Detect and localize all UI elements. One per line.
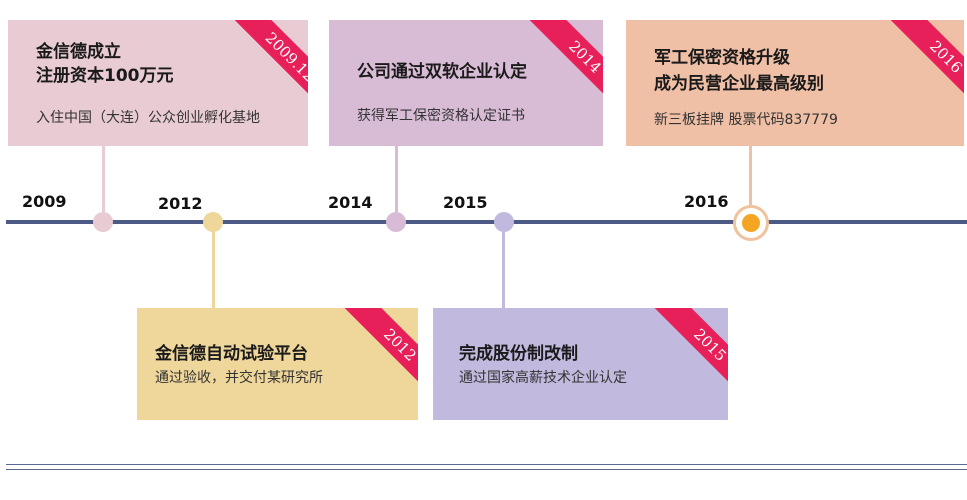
milestone-card-2014: 公司通过双软企业认定 获得军工保密资格认定证书 2014 <box>329 20 603 146</box>
year-label-2015: 2015 <box>443 193 488 212</box>
timeline-dot-2015 <box>494 212 514 232</box>
milestone-title: 金信德成立 <box>36 42 121 62</box>
timeline-dot-2016-inner <box>742 214 760 232</box>
connector-line-2015 <box>502 232 505 308</box>
timeline-dot-2012 <box>203 212 223 232</box>
milestone-description: 通过验收，并交付某研究所 <box>155 370 323 386</box>
milestone-title: 金信德自动试验平台 <box>155 344 308 364</box>
timeline-dot-2009 <box>93 212 113 232</box>
milestone-card-2012: 金信德自动试验平台 通过验收，并交付某研究所 2012 <box>137 308 418 420</box>
milestone-card-2009: 金信德成立 注册资本100万元 入住中国（大连）公众创业孵化基地 2009.12 <box>8 20 308 146</box>
year-ribbon: 2015 <box>630 308 728 420</box>
milestone-description: 入住中国（大连）公众创业孵化基地 <box>36 110 260 126</box>
year-label-2009: 2009 <box>22 192 67 211</box>
milestone-title-line2: 注册资本100万元 <box>36 66 174 86</box>
milestone-description: 获得军工保密资格认定证书 <box>357 108 525 124</box>
milestone-card-2015: 完成股份制改制 通过国家高薪技术企业认定 2015 <box>433 308 728 420</box>
year-label-2012: 2012 <box>158 194 203 213</box>
milestone-description: 通过国家高薪技术企业认定 <box>459 370 627 386</box>
connector-line-2012 <box>212 232 215 308</box>
milestone-title-line2: 成为民营企业最高级别 <box>654 74 824 94</box>
connector-line-2009 <box>102 146 105 212</box>
footer-divider-top <box>6 464 967 465</box>
milestone-description: 新三板挂牌 股票代码837779 <box>654 112 838 128</box>
milestone-title: 公司通过双软企业认定 <box>357 62 527 82</box>
timeline-axis <box>6 220 967 224</box>
connector-line-2016 <box>749 146 752 206</box>
timeline-dot-2016 <box>733 205 769 241</box>
year-label-2014: 2014 <box>328 193 373 212</box>
year-ribbon: 2012 <box>320 308 418 420</box>
year-ribbon: 2016 <box>866 20 964 137</box>
milestone-card-2016: 军工保密资格升级 成为民营企业最高级别 新三板挂牌 股票代码837779 201… <box>626 20 964 146</box>
footer-divider-bottom <box>6 469 967 470</box>
connector-line-2014 <box>395 146 398 212</box>
year-label-2016: 2016 <box>684 192 729 211</box>
timeline-dot-2014 <box>386 212 406 232</box>
milestone-title: 军工保密资格升级 <box>654 48 790 68</box>
milestone-title: 完成股份制改制 <box>459 344 578 364</box>
